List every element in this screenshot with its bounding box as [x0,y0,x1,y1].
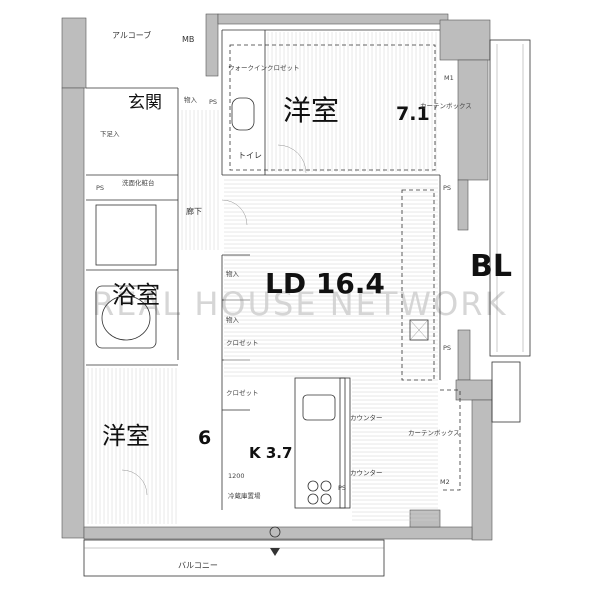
dashed-lines [229,44,461,491]
toilet-label: トイレ [238,151,262,160]
outer-walls [61,13,493,541]
alcove-label: アルコーブ [112,30,151,40]
fridge-label: 冷蔵庫置場 [228,491,261,500]
partitions [86,29,441,510]
walk-in-closet-label: ウォークインクロゼット [228,63,300,72]
counter-label: カウンター [350,468,383,477]
bedroom-main-label: 洋室 [283,94,339,127]
ps-label: PS [96,184,104,192]
shoe-label: 下足入 [100,130,120,138]
storage-label: 物入 [226,269,240,278]
bedroom-2-label: 洋室 [102,422,150,450]
curtain-box-label: カーテンボックス [408,429,460,437]
dimension-label: 1200 [228,472,245,480]
ps-label: PS [338,484,346,492]
curtain-box-label: カーテンボックス [420,102,472,110]
kitchen-label: K 3.7 [249,444,292,462]
fixtures [95,97,429,556]
bedroom-main-size: 7.1 [396,103,430,125]
ps-label: PS [443,184,451,192]
wash-label: 洗面化粧台 [122,178,155,187]
ps-label: PS [443,344,451,352]
bedroom-2-size: 6 [198,427,211,449]
bl-label: BL [470,249,512,284]
storage-label: 物入 [184,95,198,104]
counter-label: カウンター [350,413,383,422]
m1-label: M1 [444,74,454,82]
m2-label: M2 [440,478,450,486]
balcony-rails [83,39,531,577]
ps-label: PS [209,98,217,106]
corridor-label: 廊下 [186,206,202,216]
storage-label: 物入 [226,315,240,324]
balcony-label: バルコニー [178,561,218,570]
ld-label: LD 16.4 [265,267,385,300]
mb-label: MB [182,35,194,44]
bath-label: 浴室 [112,281,160,309]
closet-label: クロゼット [226,388,259,397]
entrance-label: 玄関 [128,93,162,113]
closet-label: クロゼット [226,338,259,347]
